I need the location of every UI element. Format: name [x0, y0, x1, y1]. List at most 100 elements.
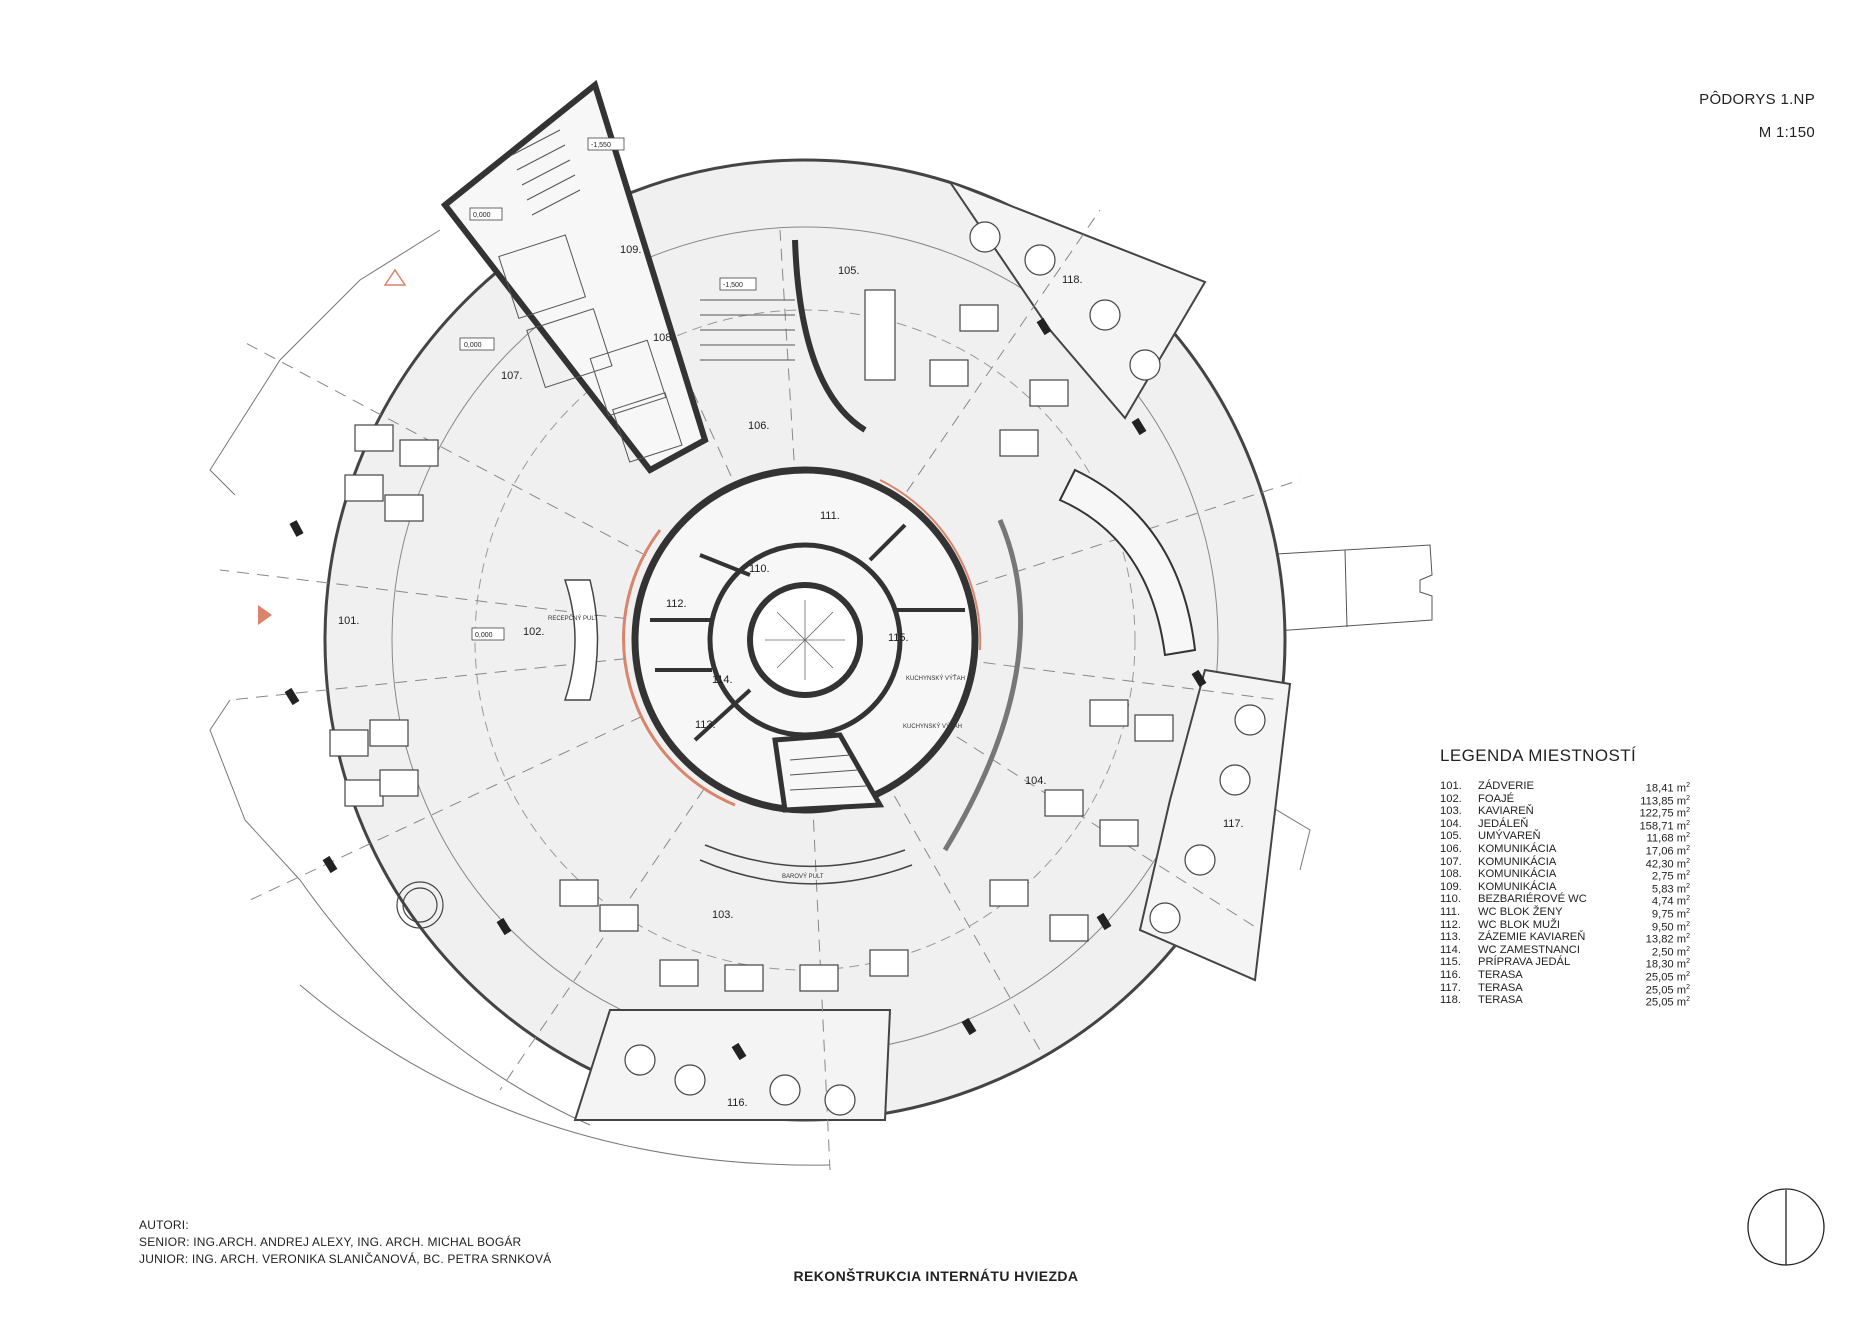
entry-arrow-icon — [258, 605, 272, 625]
legend-room-name: ZÁDVERIE — [1478, 780, 1534, 792]
reception-label: RECEPČNÝ PULT — [548, 615, 598, 622]
legend-room-area: 18,30 m2 — [1645, 958, 1690, 972]
legend-room-number: 105. — [1440, 830, 1462, 843]
sheet-title: PÔDORYS 1.NP — [1699, 91, 1815, 108]
room-label-102: 102. — [523, 626, 544, 638]
legend-room-name: KOMUNIKÁCIA — [1478, 855, 1557, 868]
svg-text:0,000: 0,000 — [475, 632, 493, 639]
authors-block: AUTORI: SENIOR: ING.ARCH. ANDREJ ALEXY, … — [139, 1217, 551, 1268]
legend-room-name: BEZBARIÉROVÉ WC — [1478, 893, 1587, 906]
legend-row: 113. ZÁZEMIE KAVIAREŇ 13,82 m2 — [1440, 931, 1690, 946]
entry-triangle-icon — [383, 268, 407, 286]
room-label-104: 104. — [1025, 775, 1046, 787]
legend-room-name: KAVIAREŇ — [1478, 805, 1534, 818]
legend-row: 103. KAVIAREŇ 122,75 m2 — [1440, 805, 1690, 820]
legend-room-name: TERASA — [1478, 981, 1523, 994]
legend-room-area: 4,74 m2 — [1651, 895, 1690, 909]
legend-room-number: 118. — [1440, 994, 1461, 1007]
legend-room-number: 103. — [1440, 805, 1462, 818]
reception-desk — [563, 579, 599, 701]
room-label-108: 108. — [653, 332, 674, 344]
room-label-112: 112. — [666, 598, 687, 610]
bar-label: BAROVÝ PULT — [782, 873, 824, 880]
legend-room-number: 115. — [1440, 956, 1461, 969]
legend-room-number: 101. — [1440, 780, 1462, 792]
legend-room-area: 158,71 m2 — [1639, 819, 1690, 833]
legend-room-number: 114. — [1440, 943, 1461, 956]
north-arrow-icon — [1747, 1188, 1825, 1266]
legend-row: 101. ZÁDVERIE 18,41 m2 — [1440, 780, 1690, 795]
legend-room-name: KOMUNIKÁCIA — [1478, 868, 1557, 881]
legend-room-area: 17,06 m2 — [1645, 844, 1690, 858]
right-stair — [1058, 468, 1197, 657]
legend-room-name: TERASA — [1478, 968, 1523, 981]
legend-room-area: 11,68 m2 — [1646, 832, 1690, 846]
legend-row: 109. KOMUNIKÁCIA 5,83 m2 — [1440, 880, 1690, 896]
legend-room-area: 13,82 m2 — [1645, 933, 1690, 946]
legend-room-area: 42,30 m2 — [1645, 857, 1690, 871]
room-label-114: 114. — [712, 674, 733, 686]
legend-room-name: ZÁZEMIE KAVIAREŇ — [1478, 931, 1586, 944]
dining-partition — [942, 519, 1024, 852]
legend-room-area: 2,75 m2 — [1651, 870, 1690, 883]
legend-room-number: 113. — [1440, 931, 1461, 944]
interior-tables — [329, 289, 1174, 992]
room-label-106: 106. — [748, 420, 769, 432]
svg-text:-1,500: -1,500 — [723, 282, 743, 289]
room-labels: 101. 102. 103. 104. 105. 106. 107. 108. … — [338, 244, 1244, 1109]
svg-text:0,000: 0,000 — [464, 342, 482, 349]
legend-room-area: 25,05 m2 — [1645, 983, 1690, 997]
legend-room-number: 111. — [1440, 905, 1461, 918]
svg-text:-1,550: -1,550 — [591, 142, 611, 149]
room-label-101: 101. — [338, 615, 359, 627]
svg-text:0,000: 0,000 — [473, 212, 491, 219]
kitchen-lift-label-1: KUCHYNSKÝ VÝŤAH — [906, 674, 965, 682]
kitchen-lift-label-2: KUCHYNSKÝ VÝŤAH — [903, 722, 962, 730]
legend-title: LEGENDA MIESTNOSTÍ — [1440, 746, 1637, 765]
legend-room-name: WC ZAMESTNANCI — [1478, 943, 1580, 956]
legend-room-name: WC BLOK MUŽI — [1478, 918, 1561, 931]
legend-room-area: 2,50 m2 — [1651, 945, 1690, 959]
room-label-105: 105. — [838, 265, 859, 277]
legend-room-number: 109. — [1440, 880, 1462, 893]
legend-room-name: KOMUNIKÁCIA — [1478, 880, 1557, 893]
legend-room-area: 9,75 m2 — [1651, 907, 1690, 921]
legend-row: 107. KOMUNIKÁCIA 42,30 m2 — [1440, 855, 1690, 871]
legend-room-area: 25,05 m2 — [1645, 970, 1690, 984]
legend-room-number: 112. — [1440, 918, 1461, 931]
legend-room-area: 122,75 m2 — [1639, 807, 1690, 820]
parking-spot — [1259, 544, 1433, 633]
room-label-117: 117. — [1223, 818, 1244, 830]
legend-room-name: KOMUNIKÁCIA — [1478, 842, 1557, 855]
legend-row: 111. WC BLOK ŽENY 9,75 m2 — [1440, 905, 1690, 921]
project-title: REKONŠTRUKCIA INTERNÁTU HVIEZDA — [793, 1268, 1079, 1284]
exterior-wall-segments — [284, 317, 1207, 1061]
room-label-113: 113. — [695, 719, 716, 731]
legend-room-number: 108. — [1440, 868, 1462, 881]
legend-room-number: 107. — [1440, 855, 1462, 868]
legend-room-number: 117. — [1440, 981, 1461, 994]
authors-senior: SENIOR: ING.ARCH. ANDREJ ALEXY, ING. ARC… — [139, 1235, 522, 1249]
legend-room-number: 116. — [1440, 968, 1461, 981]
legend-room-name: WC BLOK ŽENY — [1478, 905, 1563, 918]
site-lines — [209, 229, 1311, 1166]
legend-room-area: 18,41 m2 — [1645, 782, 1690, 795]
room-label-115: 115. — [888, 632, 909, 644]
legend-row: 108. KOMUNIKÁCIA 2,75 m2 — [1440, 868, 1690, 883]
room-label-109: 109. — [620, 244, 641, 256]
legend-room-area: 113,85 m2 — [1640, 794, 1690, 808]
furniture-labels: RECEPČNÝ PULT BAROVÝ PULT KUCHYNSKÝ VÝŤA… — [548, 615, 965, 880]
room-label-111: 111. — [820, 510, 840, 522]
room-label-107: 107. — [501, 370, 522, 382]
legend-room-area: 5,83 m2 — [1651, 882, 1690, 896]
lower-stair — [700, 239, 867, 433]
